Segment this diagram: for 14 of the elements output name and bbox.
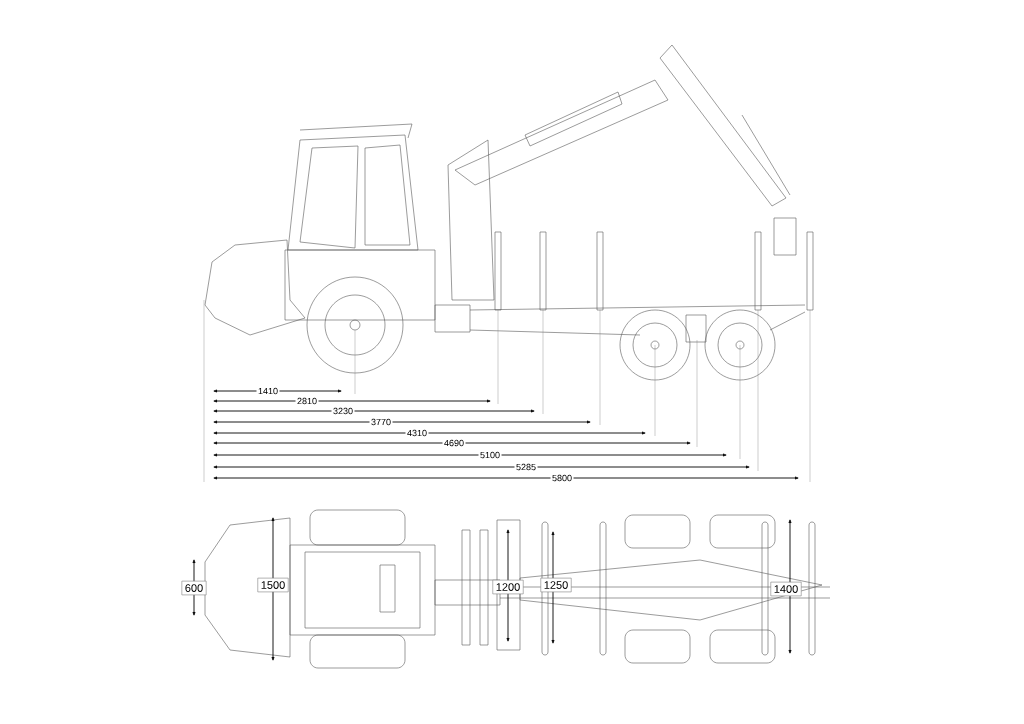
dimension-label: 1410 xyxy=(256,386,280,396)
dimension-label: 2810 xyxy=(295,396,319,406)
dimension-label: 4310 xyxy=(405,428,429,438)
dimension-label: 3230 xyxy=(331,406,355,416)
dimension-label: 1250 xyxy=(540,577,572,593)
dimension-label: 3770 xyxy=(369,417,393,427)
dimension-label: 600 xyxy=(181,580,207,596)
dimension-label: 4690 xyxy=(442,438,466,448)
dimension-label: 5285 xyxy=(514,462,538,472)
dimension-label: 1500 xyxy=(257,577,289,593)
dimension-label: 5100 xyxy=(478,450,502,460)
dimension-label: 1200 xyxy=(492,579,524,595)
dimension-label: 5800 xyxy=(550,473,574,483)
dimension-label: 1400 xyxy=(770,581,802,597)
